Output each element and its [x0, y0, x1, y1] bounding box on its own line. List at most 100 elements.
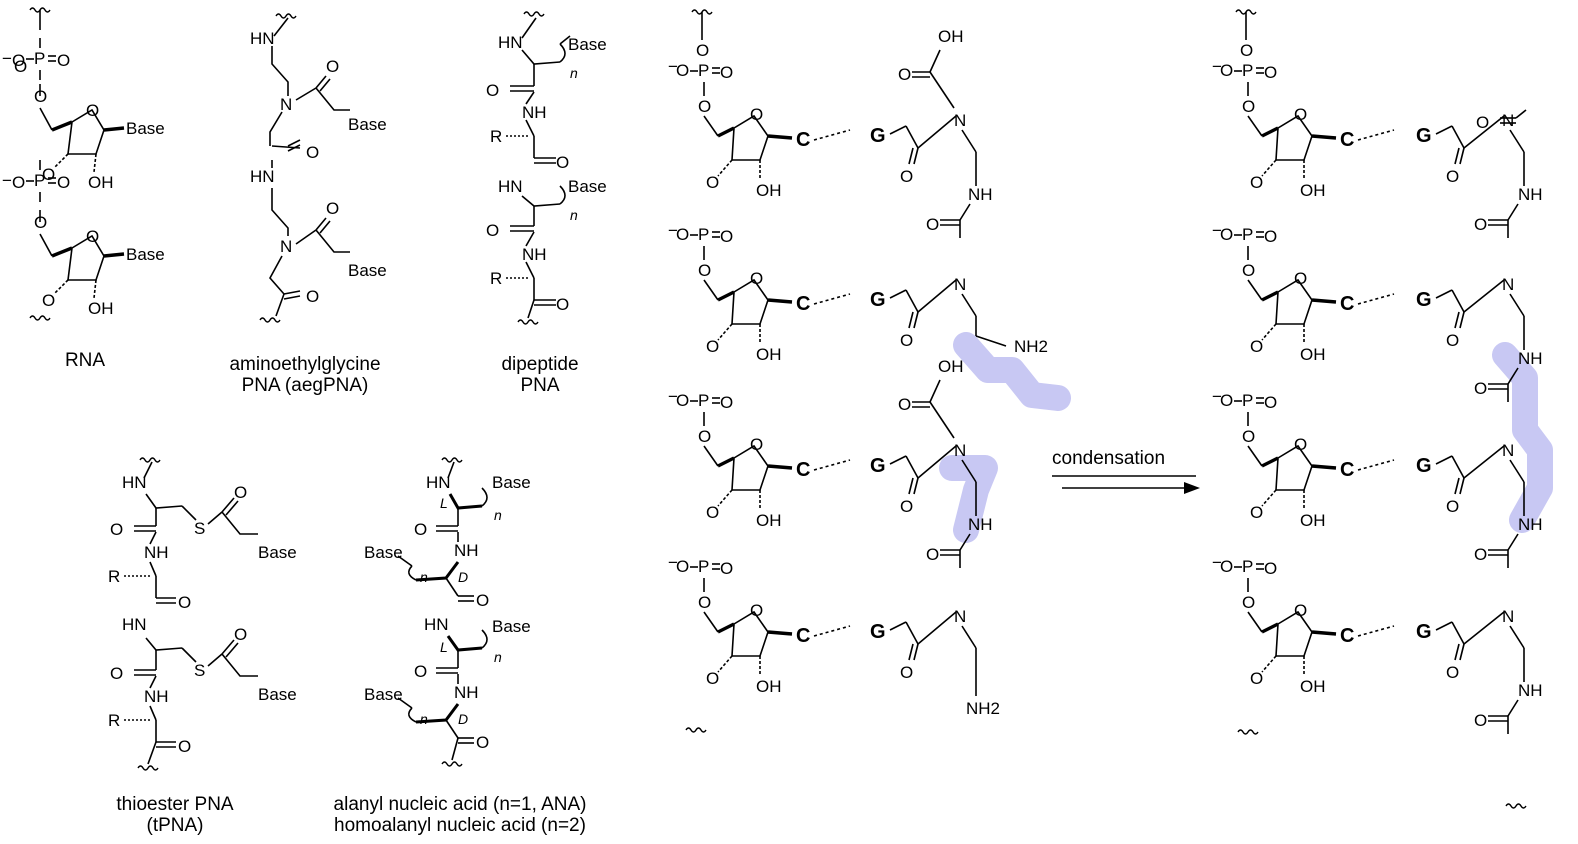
bond: [1463, 611, 1505, 645]
bond: [929, 49, 941, 73]
atom-label: OH: [1300, 677, 1326, 696]
atom-label: N: [954, 441, 966, 460]
atom-label: NH: [968, 515, 993, 534]
atom-label: NH2: [966, 699, 1000, 718]
atom-label: P: [1242, 557, 1253, 576]
atom-label: C: [1340, 459, 1354, 481]
bond: [961, 459, 977, 483]
atom-label: O: [1476, 113, 1489, 132]
caption-ana-line2: homoalanyl nucleic acid (n=2): [334, 815, 586, 836]
atom-label: −: [668, 553, 678, 572]
bond: [905, 289, 919, 313]
atom-label: O: [1220, 557, 1233, 576]
atom-label: O: [1264, 559, 1277, 578]
atom-label: O: [676, 391, 689, 410]
atom-label: P: [698, 225, 709, 244]
atom-label: R: [108, 567, 120, 586]
atom-label: n: [570, 207, 578, 223]
atom-label: NH: [454, 683, 479, 702]
atom-label: N: [954, 607, 966, 626]
atom-label: O: [1240, 41, 1253, 60]
atom-label: O: [1294, 269, 1307, 288]
atom-label: NH: [968, 185, 993, 204]
atom-label: O: [676, 61, 689, 80]
bond: [908, 643, 914, 661]
atom-label: O: [1264, 393, 1277, 412]
caption-aegpna: aminoethylglycine PNA (aegPNA): [205, 354, 405, 396]
atom-label: P: [698, 391, 709, 410]
atom-label: N: [954, 111, 966, 130]
bond: [1311, 630, 1337, 636]
atom-label: n: [494, 507, 502, 523]
ribose-ring: [1275, 444, 1313, 491]
caption-rna: RNA: [20, 350, 150, 371]
atom-label: Base: [258, 543, 297, 562]
atom-label: O: [1242, 427, 1255, 446]
atom-label: HN: [122, 615, 147, 634]
atom-label: O: [698, 427, 711, 446]
caption-aegpna-line1: aminoethylglycine: [229, 354, 381, 375]
atom-label: O: [750, 105, 763, 124]
bond: [717, 159, 733, 177]
bond: [961, 129, 977, 153]
bond: [1507, 699, 1519, 717]
atom-label: Base: [568, 35, 607, 54]
highlight-amide: [1492, 342, 1553, 533]
bond: [1357, 459, 1395, 471]
atom-label: O: [900, 167, 913, 186]
atom-label: HN: [498, 33, 523, 52]
caption-tpna-line1: thioester PNA: [116, 794, 234, 815]
structure-ana: HN L n Base O NH Base n D O HN L n Base …: [364, 457, 531, 767]
bond: [1451, 455, 1465, 479]
atom-label: O: [476, 733, 489, 752]
bond: [767, 134, 793, 140]
atom-label: N: [1502, 111, 1514, 130]
ribose-ring: [731, 114, 769, 161]
atom-label: O: [306, 143, 319, 162]
atom-label: S: [194, 519, 205, 538]
atom-label: n: [570, 65, 578, 81]
caption-dipeptide: dipeptide PNA: [470, 354, 610, 396]
bond: [1261, 323, 1277, 341]
atom-label: O: [1242, 593, 1255, 612]
atom-label: HN: [250, 167, 275, 186]
atom-label: R: [490, 127, 502, 146]
atom-label: O: [706, 173, 719, 192]
bond: [1459, 311, 1465, 329]
atom-label: NH: [522, 245, 547, 264]
atom-label: C: [796, 129, 810, 151]
atom-label: −: [1212, 57, 1222, 76]
atom-label: L: [440, 639, 448, 655]
bond: [1459, 643, 1465, 661]
atom-label: P: [698, 61, 709, 80]
bond: [1507, 203, 1519, 221]
atom-label: O: [900, 331, 913, 350]
ribose-ring: [1275, 610, 1313, 657]
atom-label: O: [326, 199, 339, 218]
atom-label: −: [1212, 221, 1222, 240]
atom-label: C: [1340, 625, 1354, 647]
atom-label: O: [750, 601, 763, 620]
atom-label: OH: [1300, 345, 1326, 364]
bond: [813, 459, 851, 471]
atom-label: O: [750, 435, 763, 454]
atom-label: NH: [144, 687, 169, 706]
bond: [929, 379, 941, 403]
atom-label: S: [194, 661, 205, 680]
atom-label: O: [706, 669, 719, 688]
reaction-arrow: condensation: [1052, 448, 1200, 494]
atom-label: O: [698, 97, 711, 116]
bond: [1247, 611, 1263, 633]
bond: [929, 71, 955, 109]
bond: [961, 293, 977, 317]
atom-label: O: [326, 57, 339, 76]
atom-label: NH2: [1014, 337, 1048, 356]
atom-label: O: [556, 153, 569, 172]
atom-label: O: [556, 295, 569, 314]
ribose-ring: [1275, 278, 1313, 325]
bond: [975, 335, 1007, 347]
bond: [1454, 643, 1460, 661]
caption-rna-line1: RNA: [64, 350, 106, 371]
bond: [1451, 125, 1465, 149]
